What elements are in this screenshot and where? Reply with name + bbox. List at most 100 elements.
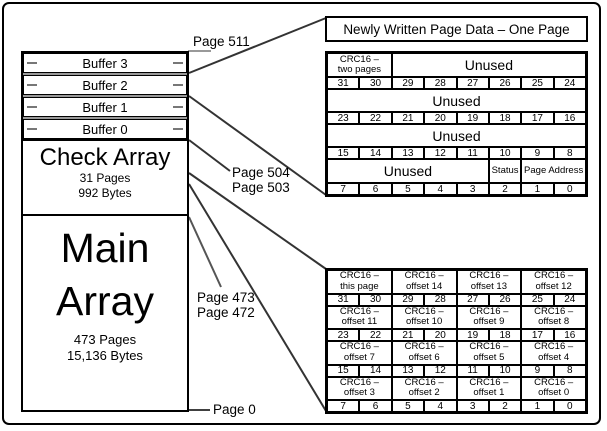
bit-cell: 17 (521, 329, 554, 341)
bit-cell: 15 (327, 147, 360, 159)
tick-mark (173, 106, 183, 108)
field-cell: CRC16 – offset 13 (456, 270, 522, 294)
connector-buffers-to-header (188, 17, 327, 74)
field-cell: CRC16 – offset 1 (456, 376, 522, 400)
page-data-title: Newly Written Page Data – One Page (343, 21, 570, 37)
outer-frame (2, 2, 601, 425)
bit-cell: 28 (424, 293, 457, 306)
label-page-0: Page 0 (213, 402, 256, 417)
bit-cell: 17 (521, 112, 554, 124)
label-page-511: Page 511 (193, 34, 250, 49)
connector-buffers-to-table-bottom (188, 95, 327, 196)
bit-cell: 6 (359, 183, 392, 195)
field-cell: CRC16 – offset 6 (391, 341, 457, 365)
main-array-sub: 473 Pages 15,136 Bytes (23, 332, 187, 364)
field-cell: CRC16 – offset 2 (391, 376, 457, 400)
bit-cell: 1 (521, 183, 554, 195)
buffer-label: Buffer 3 (82, 55, 128, 71)
bit-cell: 29 (391, 293, 425, 306)
bit-cell: 27 (456, 77, 489, 89)
bit-cell: 19 (456, 112, 489, 124)
field-cell: Unused (391, 53, 586, 77)
bit-cell: 26 (488, 293, 522, 306)
buffer-row-2: Buffer 2 (23, 75, 187, 95)
bit-cell: 23 (327, 112, 360, 124)
bit-cell: 12 (424, 364, 457, 377)
field-cell: Unused (327, 159, 489, 183)
bit-cell: 28 (424, 77, 457, 89)
buffer-label: Buffer 2 (82, 77, 128, 93)
field-cell: CRC16 – two pages (327, 53, 392, 77)
bit-cell: 30 (359, 77, 392, 89)
check-array-bytes: 992 Bytes (78, 186, 132, 200)
connector-to-page473 (188, 216, 222, 288)
connector-to-page504 (188, 139, 231, 172)
field-cell: Unused (327, 124, 586, 147)
tick-mark (27, 62, 37, 64)
bit-cell: 24 (553, 77, 586, 89)
label-page-473: Page 473 (197, 290, 255, 305)
bit-cell: 18 (488, 329, 522, 341)
check-array-pages: 31 Pages (79, 171, 131, 185)
tick-mark (27, 106, 37, 108)
bit-cell: 22 (359, 329, 392, 341)
label-page-503: Page 503 (232, 180, 290, 195)
bit-cell: 4 (424, 400, 457, 412)
bit-cell: 3 (456, 183, 489, 195)
bit-cell: 13 (391, 364, 425, 377)
tick-mark (173, 128, 183, 130)
bit-cell: 10 (488, 147, 522, 159)
bit-cell: 0 (553, 183, 586, 195)
bit-cell: 2 (488, 183, 522, 195)
bit-cell: 22 (359, 112, 392, 124)
tick-mark (173, 62, 183, 64)
bit-cell: 6 (359, 400, 392, 412)
bit-cell: 30 (359, 293, 392, 306)
field-cell: CRC16 – offset 3 (327, 376, 392, 400)
bit-cell: 2 (488, 400, 522, 412)
main-array-pages: 473 Pages (73, 332, 137, 347)
bit-cell: 25 (521, 293, 554, 306)
field-cell-page-address: Page Address (521, 159, 586, 183)
bit-cell: 8 (553, 364, 586, 377)
buffer-row-1: Buffer 1 (23, 97, 187, 117)
bit-cell: 14 (359, 364, 392, 377)
field-cell: CRC16 – offset 4 (521, 341, 586, 365)
field-cell-status: Status (488, 159, 522, 183)
bit-cell: 20 (424, 329, 457, 341)
main-array-bytes: 15,136 Bytes (67, 348, 143, 363)
bit-cell: 23 (327, 329, 360, 341)
field-cell: CRC16 – offset 11 (327, 305, 392, 329)
field-cell: Unused (327, 89, 586, 112)
bit-cell: 29 (391, 77, 425, 89)
field-cell: CRC16 – offset 9 (456, 305, 522, 329)
bit-cell: 20 (424, 112, 457, 124)
bit-cell: 26 (488, 77, 522, 89)
buffer-row-3: Buffer 3 (23, 53, 187, 73)
bit-cell: 16 (553, 112, 586, 124)
tick-mark (173, 84, 183, 86)
bit-cell: 11 (456, 147, 489, 159)
bit-cell: 19 (456, 329, 489, 341)
bit-cell: 7 (327, 400, 360, 412)
bit-cell: 9 (521, 364, 554, 377)
field-cell: CRC16 – offset 5 (456, 341, 522, 365)
page-data-table: CRC16 – two pages Unused 31 30 29 28 27 … (325, 51, 588, 197)
bit-cell: 31 (327, 77, 360, 89)
label-page-472: Page 472 (197, 305, 255, 320)
buffer-label: Buffer 0 (82, 121, 128, 137)
field-cell: CRC16 – offset 0 (521, 376, 586, 400)
connector-check-to-crc-bottom (188, 183, 327, 412)
buffer-label: Buffer 1 (82, 99, 128, 115)
bit-cell: 24 (553, 293, 586, 306)
tick-mark (27, 84, 37, 86)
bit-cell: 9 (521, 147, 554, 159)
buffer-stack: Buffer 3 Buffer 2 Buffer 1 Buffer 0 (21, 51, 189, 141)
bit-cell: 13 (391, 147, 425, 159)
label-page-504: Page 504 (232, 165, 290, 180)
bit-cell: 10 (488, 364, 522, 377)
bit-cell: 8 (553, 147, 586, 159)
bit-cell: 1 (521, 400, 554, 412)
